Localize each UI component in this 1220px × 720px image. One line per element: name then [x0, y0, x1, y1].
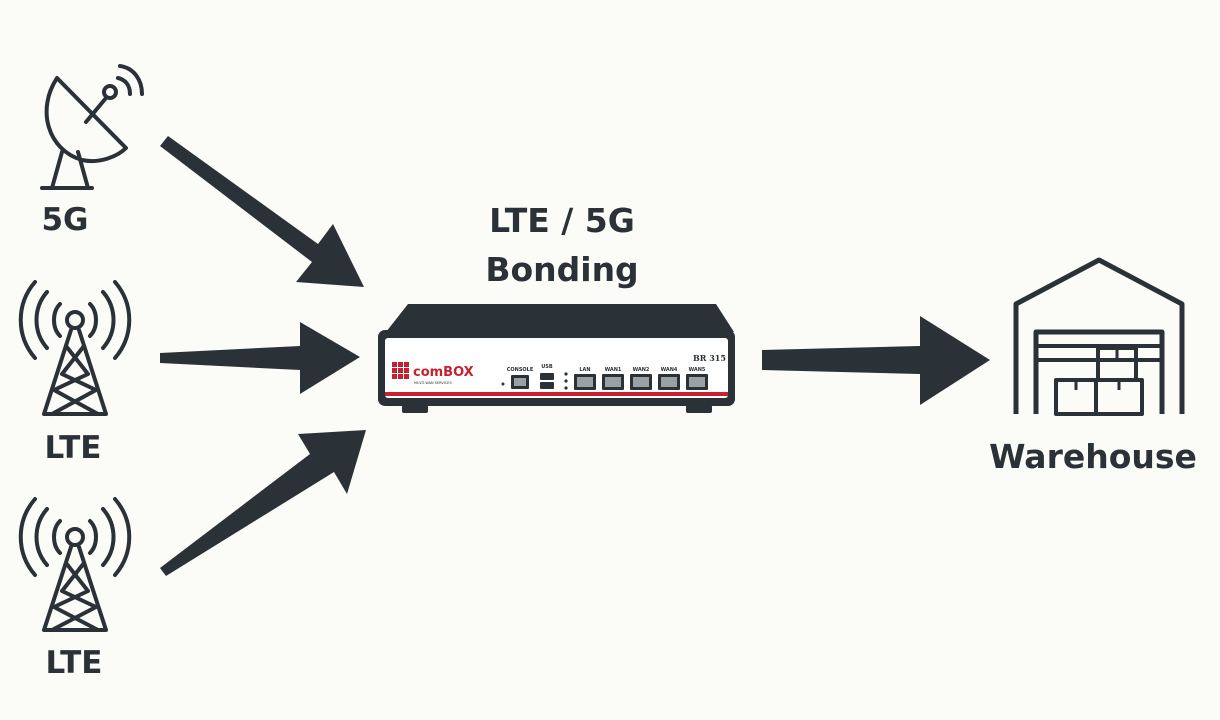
port-label-wan2: WAN2 — [633, 367, 650, 373]
port-label-lan: LAN — [579, 367, 590, 373]
router-title-line1: LTE / 5G — [489, 201, 635, 240]
port-label-wan4: WAN4 — [661, 367, 678, 373]
cell-tower-icon — [18, 497, 132, 632]
edge-5g-to-router — [160, 136, 364, 287]
router-brand-tagline: MULTI-WAN SERVICES — [414, 381, 452, 385]
port-label-wan1: WAN1 — [605, 367, 622, 373]
warehouse-icon — [1013, 257, 1185, 416]
port-label-wan5: WAN5 — [689, 367, 706, 373]
source-1-label: 5G — [41, 202, 88, 238]
router-device: comBOX MULTI-WAN SERVICES BR 315 CONSOLE… — [378, 304, 735, 413]
port-label-console: CONSOLE — [507, 367, 534, 373]
cell-tower-icon — [18, 280, 132, 416]
edge-lte2-to-router — [160, 430, 366, 576]
source-2-label: LTE — [45, 430, 102, 466]
source-3-label: LTE — [46, 645, 103, 681]
destination-label: Warehouse — [989, 437, 1197, 476]
combox-logo-icon — [392, 362, 409, 379]
edge-router-to-warehouse — [762, 316, 990, 405]
router-brand: comBOX — [413, 365, 474, 380]
usb-port-2 — [540, 382, 554, 389]
router-title-line2: Bonding — [485, 250, 638, 289]
port-label-usb: USB — [541, 364, 553, 370]
satellite-dish-icon — [40, 64, 144, 190]
router-red-stripe — [385, 392, 728, 396]
router-model: BR 315 — [693, 353, 726, 363]
edge-lte1-to-router — [160, 322, 360, 394]
usb-port-1 — [540, 373, 554, 380]
